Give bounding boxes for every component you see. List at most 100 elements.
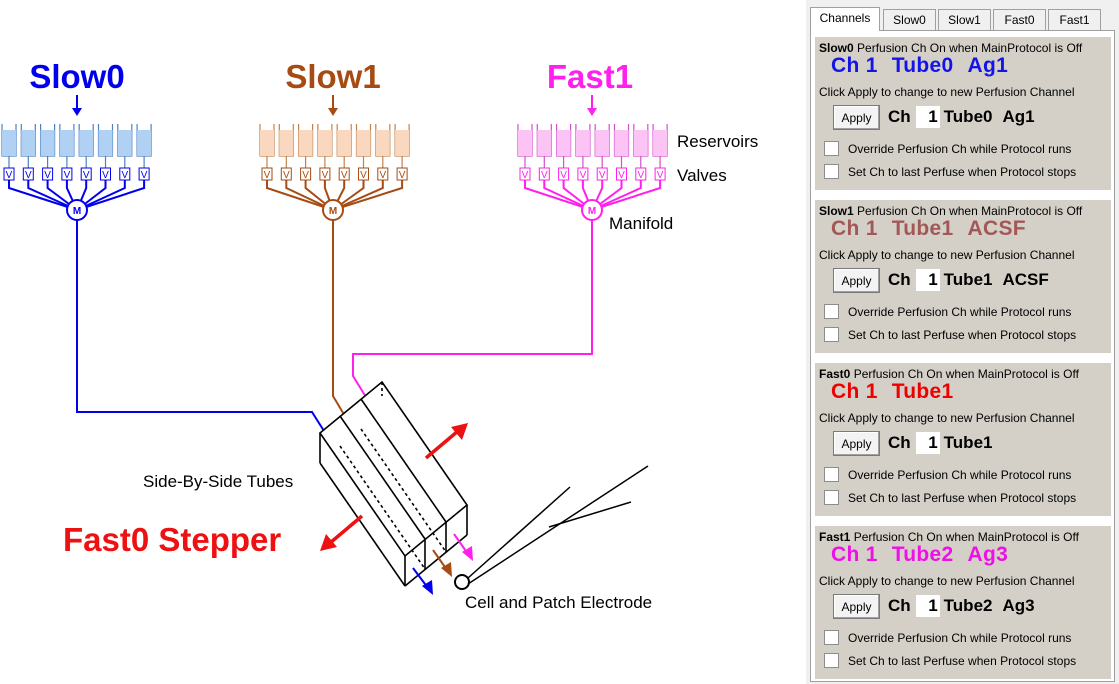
reservoir (317, 130, 332, 156)
tab-fast0[interactable]: Fast0 (993, 9, 1046, 30)
override-label: Override Perfusion Ch while Protocol run… (848, 630, 1072, 645)
valve-label: V (322, 170, 329, 181)
reservoir (633, 130, 648, 156)
group-description: Perfusion Ch On when MainProtocol is Off (857, 204, 1083, 218)
reservoir (395, 130, 410, 156)
ch-label: Ch (888, 107, 911, 126)
set-last-label: Set Ch to last Perfuse when Protocol sto… (848, 653, 1077, 668)
apply-button[interactable]: Apply (833, 431, 880, 456)
group-header: Fast0 Perfusion Ch On when MainProtocol … (819, 367, 1079, 381)
valve-label: V (264, 170, 271, 181)
selected-solution: Ag1 (1002, 107, 1035, 126)
valve-label: V (141, 170, 148, 181)
reservoir (595, 130, 610, 156)
slow0-outlet-arrow (422, 580, 433, 595)
set-last-checkbox[interactable] (824, 653, 839, 669)
slow1-channel-group: Slow1 Perfusion Ch On when MainProtocol … (815, 200, 1111, 353)
override-checkbox[interactable] (824, 304, 839, 320)
apply-button[interactable]: Apply (833, 105, 880, 130)
tab-fast1[interactable]: Fast1 (1048, 9, 1101, 30)
stepper-label: Fast0 Stepper (63, 521, 281, 558)
override-option: Override Perfusion Ch while Protocol run… (824, 141, 1071, 157)
set-last-checkbox[interactable] (824, 327, 839, 343)
channel-number-input[interactable]: 1 (915, 595, 940, 617)
apply-hint: Click Apply to change to new Perfusion C… (819, 85, 1075, 99)
valve-label: V (83, 170, 90, 181)
valve-label: V (618, 170, 625, 181)
channel-number-input[interactable]: 1 (915, 269, 940, 291)
valve-label: V (341, 170, 348, 181)
tab-channels[interactable]: Channels (810, 7, 880, 31)
slow1-supply-line (332, 220, 353, 429)
stepper-arrow-up (451, 423, 468, 440)
manifold-letter: M (73, 206, 81, 217)
valve-label: V (121, 170, 128, 181)
status-tube: Tube2 (891, 543, 954, 566)
reservoir (614, 130, 629, 156)
cell-icon (454, 574, 470, 590)
valve-label: V (283, 170, 290, 181)
reservoir (98, 130, 113, 156)
group-name: Fast0 (819, 367, 851, 381)
reservoir (2, 130, 16, 156)
override-checkbox[interactable] (824, 630, 839, 646)
ch-label: Ch (888, 270, 911, 289)
reservoir (375, 130, 390, 156)
status-channel: Ch 1 (831, 380, 878, 403)
group-description: Perfusion Ch On when MainProtocol is Off (853, 367, 1079, 381)
slow0-supply-line (76, 220, 337, 451)
set-last-checkbox[interactable] (824, 164, 839, 180)
group-header: Slow1 Perfusion Ch On when MainProtocol … (819, 204, 1082, 218)
valve-label: V (64, 170, 71, 181)
fast1-outlet-arrow (462, 546, 473, 561)
override-label: Override Perfusion Ch while Protocol run… (848, 467, 1072, 482)
slow1-outlet-arrow (441, 562, 452, 577)
apply-button[interactable]: Apply (833, 268, 880, 293)
status-channel: Ch 1 (831, 217, 878, 240)
slow0-down-arrow (72, 108, 82, 116)
group-name: Fast1 (819, 530, 851, 544)
apply-hint: Click Apply to change to new Perfusion C… (819, 248, 1075, 262)
reservoir (575, 130, 590, 156)
override-checkbox[interactable] (824, 467, 839, 483)
valve-label: V (541, 170, 548, 181)
tab-slow1[interactable]: Slow1 (938, 9, 991, 30)
reservoir (556, 130, 571, 156)
tab-slow0[interactable]: Slow0 (883, 9, 936, 30)
fast1-title: Fast1 (547, 58, 633, 95)
group-header: Slow0 Perfusion Ch On when MainProtocol … (819, 41, 1082, 55)
fast0-channel-group: Fast0 Perfusion Ch On when MainProtocol … (815, 363, 1111, 516)
slow0-channel-group: Slow0 Perfusion Ch On when MainProtocol … (815, 37, 1111, 190)
ch-label: Ch (888, 596, 911, 615)
apply-button[interactable]: Apply (833, 594, 880, 619)
reservoir (298, 130, 313, 156)
set-last-option: Set Ch to last Perfuse when Protocol sto… (824, 490, 1076, 506)
valve-label: V (379, 170, 386, 181)
status-solution: Ag1 (967, 54, 1009, 77)
set-last-label: Set Ch to last Perfuse when Protocol sto… (848, 327, 1077, 342)
valve-label: V (399, 170, 406, 181)
valve-label: V (637, 170, 644, 181)
channel-number-input[interactable]: 1 (915, 432, 940, 454)
valve-label: V (657, 170, 664, 181)
selected-tube: Tube1 (943, 270, 993, 289)
selected-tube: Tube0 (943, 107, 993, 126)
perfusion-control-panel: Channels Slow0 Slow1 Fast0 Fast1 Slow0 P… (806, 0, 1119, 684)
override-checkbox[interactable] (824, 141, 839, 157)
manifold-letter: M (588, 206, 596, 217)
ch-label: Ch (888, 433, 911, 452)
group-name: Slow1 (819, 204, 854, 218)
valve-label: V (44, 170, 51, 181)
reservoir (260, 130, 274, 156)
channel-number-input[interactable]: 1 (915, 106, 940, 128)
valve-label: V (360, 170, 367, 181)
set-last-checkbox[interactable] (824, 490, 839, 506)
status-solution: ACSF (967, 217, 1026, 240)
